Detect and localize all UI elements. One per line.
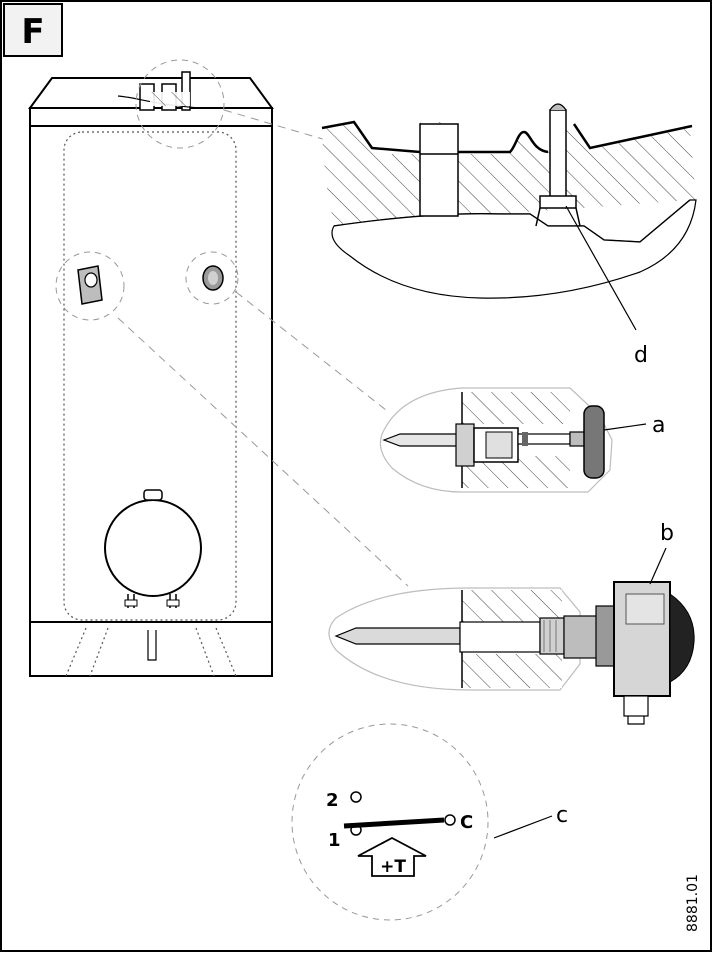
detail-thermostat: b	[328, 521, 695, 725]
detail-circle-left	[55, 251, 125, 321]
detail-circle-right	[185, 251, 239, 305]
callout-a: a	[652, 413, 665, 438]
expansion-vessel-icon	[104, 489, 202, 608]
detail-thermometer: a	[379, 387, 665, 493]
callout-d: d	[634, 343, 648, 368]
terminal-c-label: C	[460, 812, 473, 833]
temperature-symbol: +T	[380, 857, 406, 877]
thermostat-fitting-icon	[77, 265, 103, 305]
terminal-2-label: 2	[326, 790, 339, 811]
section-letter: F	[21, 12, 44, 52]
detail-circle-top	[135, 59, 225, 149]
switch-schematic: 2 1 C +T c	[291, 723, 568, 921]
water-heater-tank	[28, 59, 274, 677]
terminal-1-label: 1	[328, 830, 341, 851]
callout-c: c	[556, 803, 568, 828]
reference-code: 8881.01	[685, 874, 701, 932]
thermometer-fitting-icon	[202, 265, 224, 291]
detail-top-section: d	[321, 103, 697, 368]
callout-b: b	[660, 521, 674, 546]
leader-lines	[117, 109, 409, 587]
section-label: F	[3, 3, 63, 57]
